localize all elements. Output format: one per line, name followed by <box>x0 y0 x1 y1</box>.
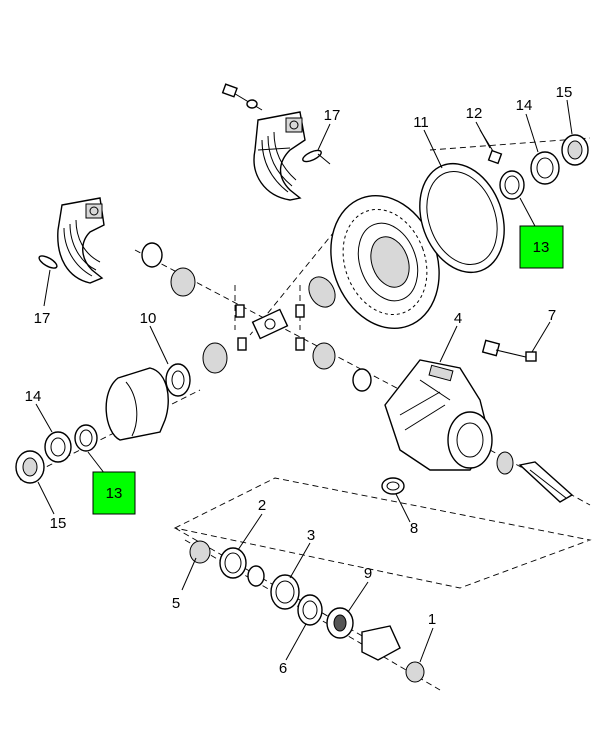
drive-pinion <box>496 451 574 503</box>
ring-gear <box>330 194 440 330</box>
bearing-set-left <box>15 424 98 484</box>
bearing-cap-lower <box>57 197 105 284</box>
leader-lines <box>35 99 573 663</box>
breather-fitting <box>481 339 537 362</box>
callout-5: 5 <box>172 595 180 612</box>
callout-11: 11 <box>413 114 429 131</box>
callout-labels: 1 2 3 4 5 6 7 8 9 10 11 12 14 14 15 15 1… <box>25 84 573 677</box>
callout-3: 3 <box>307 527 315 544</box>
callout-10: 10 <box>140 310 157 327</box>
differential-spider-assembly <box>141 242 372 392</box>
highlight-box[interactable] <box>92 471 136 515</box>
callout-15-upper: 15 <box>556 84 573 101</box>
highlight-13-lower[interactable]: 13 <box>92 471 136 515</box>
callout-12: 12 <box>466 105 483 122</box>
callout-4: 4 <box>454 310 462 327</box>
callout-17-upper: 17 <box>324 107 341 124</box>
cotter-pin-lower <box>38 255 58 269</box>
cotter-pin-upper <box>302 149 331 165</box>
callout-14-lower: 14 <box>25 388 42 405</box>
differential-case <box>105 363 191 441</box>
highlight-label: 13 <box>533 239 550 256</box>
carrier-flange-ring <box>419 162 505 274</box>
carrier-housing <box>384 359 493 471</box>
callout-1: 1 <box>428 611 436 628</box>
callout-2: 2 <box>258 497 266 514</box>
bearing-cap-upper <box>221 83 306 201</box>
callout-17-lower: 17 <box>34 310 51 327</box>
highlight-13-upper[interactable]: 13 <box>519 225 564 269</box>
callout-14-upper: 14 <box>516 97 533 114</box>
highlight-label: 13 <box>106 485 123 502</box>
pilot-bushing <box>381 477 405 495</box>
highlight-box[interactable] <box>519 225 564 269</box>
callout-8: 8 <box>410 520 418 537</box>
bearing-set-right <box>499 134 589 200</box>
callout-6: 6 <box>279 660 287 677</box>
pinion-kit-boundary <box>173 477 592 589</box>
callout-9: 9 <box>364 565 372 582</box>
callout-7: 7 <box>548 307 556 324</box>
callout-15-lower: 15 <box>50 515 67 532</box>
pinion-kit-parts <box>189 540 425 683</box>
